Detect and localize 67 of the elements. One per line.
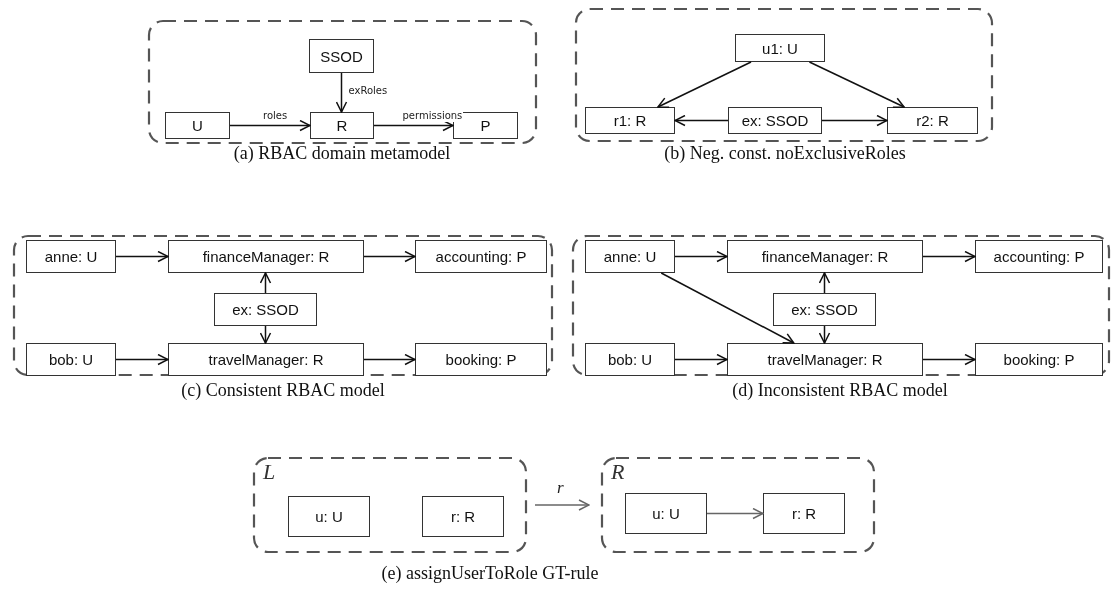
box-text: ex: SSOD xyxy=(791,301,858,318)
frame-title: L xyxy=(263,459,276,485)
box-text: travelManager: R xyxy=(208,351,324,368)
class-box xyxy=(26,343,116,376)
class-box xyxy=(415,343,547,376)
box-text: travelManager: R xyxy=(767,351,883,368)
box-text: bob: U xyxy=(607,351,653,368)
class-box xyxy=(585,107,675,134)
box-text: ex: SSOD xyxy=(232,301,299,318)
class-box xyxy=(26,240,116,273)
class-box xyxy=(309,39,374,73)
box-text: U xyxy=(192,117,203,134)
edge-label: roles xyxy=(262,109,289,122)
class-box xyxy=(288,496,370,537)
box-text: accounting: P xyxy=(435,248,527,265)
class-box xyxy=(975,240,1103,273)
box-text: accounting: P xyxy=(993,248,1085,265)
box-text: ex: SSOD xyxy=(741,112,809,129)
figure-caption: (d) Inconsistent RBAC model xyxy=(732,380,948,401)
class-box xyxy=(727,343,923,376)
box-text: booking: P xyxy=(1003,351,1075,368)
class-box xyxy=(773,293,876,326)
dashed-frame xyxy=(13,235,553,376)
frame-title: R xyxy=(611,459,625,485)
class-box xyxy=(735,34,825,62)
class-box xyxy=(310,112,374,139)
box-text: u1: U xyxy=(762,39,798,57)
box-text: P xyxy=(480,117,491,134)
box-text: bob: U xyxy=(48,351,94,368)
class-box xyxy=(728,107,822,134)
class-box xyxy=(887,107,978,134)
figure-caption: (c) Consistent RBAC model xyxy=(181,380,385,401)
class-box xyxy=(422,496,504,537)
class-box xyxy=(415,240,547,273)
figure-caption: (e) assignUserToRole GT-rule xyxy=(381,563,599,584)
class-box xyxy=(168,240,364,273)
edge-label: permissions xyxy=(401,109,464,122)
box-text: r: R xyxy=(791,505,817,522)
class-box xyxy=(975,343,1103,376)
edge-label: exRoles xyxy=(347,84,389,97)
box-text: R xyxy=(336,117,348,134)
box-text: r2: R xyxy=(916,112,949,129)
class-box xyxy=(727,240,923,273)
class-box xyxy=(625,493,707,534)
box-text: SSOD xyxy=(320,47,363,65)
class-box xyxy=(165,112,230,139)
box-text: financeManager: R xyxy=(761,248,889,265)
box-text: u: U xyxy=(315,508,343,525)
box-text: r: R xyxy=(450,508,476,525)
box-text: anne: U xyxy=(603,248,657,265)
dashed-frame xyxy=(148,20,537,144)
box-text: financeManager: R xyxy=(202,248,330,265)
dashed-frame xyxy=(253,457,527,553)
class-box xyxy=(168,343,364,376)
box-text: r1: R xyxy=(613,112,647,129)
dashed-frame xyxy=(572,235,1110,376)
box-text: anne: U xyxy=(44,248,98,265)
dashed-frame xyxy=(575,8,993,142)
class-box xyxy=(585,240,675,273)
dashed-frame xyxy=(601,457,875,553)
figure-caption: (b) Neg. const. noExclusiveRoles xyxy=(664,143,906,164)
class-box xyxy=(585,343,675,376)
box-text: booking: P xyxy=(445,351,517,368)
box-text: u: U xyxy=(652,505,680,522)
figure-caption: (a) RBAC domain metamodel xyxy=(233,143,451,164)
class-box xyxy=(214,293,317,326)
class-box xyxy=(763,493,845,534)
